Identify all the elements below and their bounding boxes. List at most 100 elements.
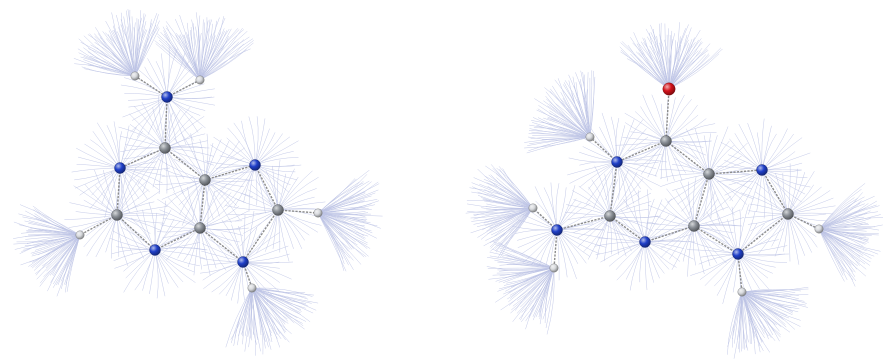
guanine-atoms	[528, 82, 824, 297]
atom-c-c4	[688, 220, 700, 232]
field-line	[251, 287, 313, 297]
field-line	[16, 234, 81, 243]
field-line	[761, 152, 811, 171]
atom-c-c5	[199, 174, 211, 186]
field-line	[116, 178, 140, 216]
field-line	[520, 267, 555, 308]
field-line	[199, 49, 247, 81]
field-line	[32, 205, 81, 236]
field-line	[704, 253, 739, 286]
field-line	[129, 9, 136, 77]
field-line	[787, 212, 834, 215]
field-line	[242, 214, 246, 263]
field-line	[134, 20, 160, 77]
field-line	[787, 205, 836, 215]
field-line	[230, 287, 253, 344]
field-line	[545, 95, 591, 138]
field-line	[787, 197, 834, 215]
atom-c-c8	[782, 208, 794, 220]
field-line	[251, 287, 302, 312]
field-line	[207, 164, 256, 187]
bond-O6-C6	[665, 88, 670, 142]
field-line	[209, 230, 244, 263]
field-line	[761, 128, 788, 171]
field-line	[818, 200, 878, 230]
field-line	[116, 212, 168, 216]
field-line	[277, 209, 310, 236]
bond-N9-C4	[693, 225, 739, 255]
field-line	[204, 179, 240, 220]
atom-n-n3	[639, 236, 651, 248]
bond-N1-C2	[609, 161, 618, 217]
bond-C2-N2	[556, 215, 611, 231]
field-line	[741, 291, 793, 314]
bond-N6-C6	[164, 96, 168, 149]
bond-C8-H8	[787, 213, 820, 230]
field-line	[818, 228, 879, 255]
field-line	[317, 212, 366, 239]
field-line	[644, 241, 696, 243]
field-line	[686, 249, 739, 255]
field-line	[729, 138, 763, 171]
field-line	[43, 234, 81, 277]
atom-h-h9	[737, 287, 747, 297]
field-line	[554, 79, 591, 138]
field-line	[193, 23, 201, 81]
field-line	[242, 261, 294, 264]
field-line	[78, 38, 136, 77]
field-line	[644, 241, 660, 279]
field-line	[664, 23, 670, 90]
field-line	[727, 291, 743, 347]
field-line	[317, 212, 354, 250]
field-line	[230, 287, 253, 340]
field-line	[317, 193, 366, 214]
field-line	[254, 136, 291, 166]
field-line	[737, 253, 769, 279]
field-line	[42, 234, 81, 267]
atom-n-n7	[756, 164, 768, 176]
field-line	[164, 147, 210, 149]
field-line	[317, 174, 368, 214]
field-line	[251, 287, 273, 343]
field-line	[277, 209, 305, 241]
field-line	[733, 291, 743, 359]
field-line	[477, 195, 534, 209]
field-line	[818, 228, 869, 243]
field-line	[317, 212, 365, 240]
field-line	[499, 249, 555, 269]
field-line	[89, 33, 136, 77]
atom-h-h1	[585, 132, 595, 142]
field-line	[164, 147, 214, 166]
field-line	[251, 287, 314, 314]
field-line	[242, 240, 281, 263]
atom-c-c5	[703, 168, 715, 180]
field-line	[542, 267, 555, 320]
field-line	[111, 12, 136, 77]
field-line	[529, 136, 591, 144]
field-line	[741, 291, 751, 344]
atom-n-n2	[551, 224, 563, 236]
atom-h-h1	[130, 71, 140, 81]
field-line	[741, 291, 780, 342]
atom-h-h2a	[528, 203, 538, 213]
field-line	[128, 96, 168, 108]
bond-C8-H8	[277, 209, 319, 214]
field-line	[737, 209, 742, 255]
field-line	[761, 169, 811, 188]
field-line	[556, 229, 560, 281]
field-line	[741, 291, 807, 304]
field-line	[741, 291, 799, 300]
field-line	[567, 215, 611, 220]
field-line	[644, 241, 685, 249]
field-line	[166, 96, 206, 111]
field-line	[787, 163, 791, 215]
field-line	[165, 40, 201, 81]
field-line	[818, 228, 861, 258]
field-line	[317, 212, 365, 237]
field-line	[625, 241, 646, 280]
field-line	[522, 229, 558, 254]
field-line	[737, 223, 765, 255]
field-line	[154, 247, 206, 251]
bond-C2-H2C	[79, 214, 118, 236]
atom-n-n1	[114, 162, 126, 174]
